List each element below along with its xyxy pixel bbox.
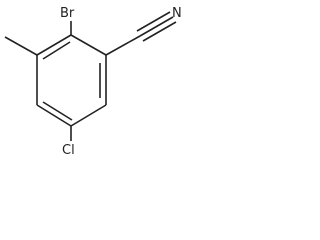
ring-bond-bottom-right: [70, 104, 107, 127]
triple-bond-line-1: [139, 16, 174, 37]
nitrile-triple-bond: [136, 11, 177, 42]
ring-double-bond-inner-bottom: [42, 101, 73, 121]
structure-diagram: Br Cl N: [4, 6, 182, 158]
ring-bond-bottom-left: [36, 104, 72, 127]
triple-bond-line-3: [142, 21, 177, 42]
ring-double-bond-inner-top: [42, 41, 71, 60]
nitrogen-label: N: [172, 6, 182, 21]
benzene-ring: [36, 34, 107, 127]
methyl-bond: [4, 36, 38, 56]
bromine-label: Br: [60, 6, 75, 21]
chlorine-label: Cl: [62, 143, 75, 158]
ring-bond-top-left: [70, 34, 107, 56]
c-cn-bond: [105, 35, 141, 56]
triple-bond-line-2: [136, 11, 171, 32]
ring-bond-top-right: [36, 34, 72, 56]
